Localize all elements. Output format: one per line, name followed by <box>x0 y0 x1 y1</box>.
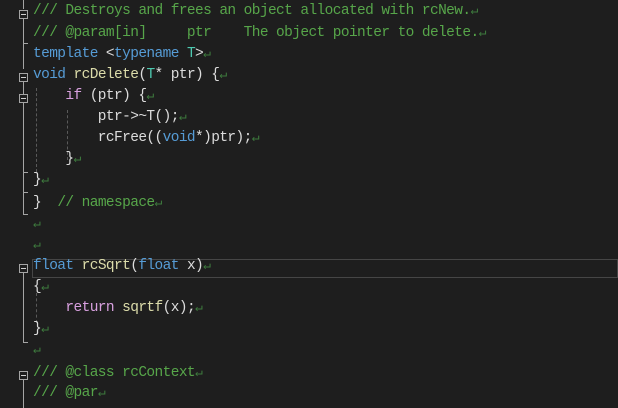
code-line[interactable]: float rcSqrt(float x)↵ <box>33 255 211 276</box>
indent-guide <box>67 110 68 160</box>
code-token: rcFree(( <box>33 130 163 146</box>
code-token: T <box>146 67 155 83</box>
end-of-line-icon: ↵ <box>41 172 49 187</box>
code-token: > <box>195 46 204 62</box>
end-of-line-icon: ↵ <box>33 216 41 231</box>
end-of-line-icon: ↵ <box>154 195 163 210</box>
code-line[interactable]: }↵ <box>33 148 81 169</box>
code-token <box>179 46 187 62</box>
indent-guide <box>36 293 37 323</box>
code-token: x) <box>178 258 204 274</box>
code-token: (ptr) { <box>81 88 147 104</box>
code-line[interactable]: ptr->~T();↵ <box>33 106 187 127</box>
code-token: rcSqrt <box>81 258 131 274</box>
outline-bar <box>23 19 24 43</box>
end-of-line-icon: ↵ <box>73 151 82 166</box>
end-of-line-icon: ↵ <box>195 300 203 315</box>
code-token: /// Destroys and frees an object allocat… <box>33 3 471 19</box>
end-of-line-icon: ↵ <box>203 46 211 61</box>
code-token: } <box>33 195 58 211</box>
code-line[interactable]: /// Destroys and frees an object allocat… <box>33 0 478 21</box>
code-line[interactable]: ↵ <box>33 339 41 360</box>
end-of-line-icon: ↵ <box>41 279 49 294</box>
code-token: /// @par <box>33 385 98 401</box>
fold-toggle-icon[interactable] <box>19 371 28 380</box>
end-of-line-icon: ↵ <box>478 25 487 40</box>
outline-bar <box>23 0 24 9</box>
code-token: } <box>33 172 42 188</box>
end-of-line-icon: ↵ <box>33 342 41 357</box>
code-line[interactable]: void rcDelete(T* ptr) {↵ <box>33 64 227 85</box>
outline-end <box>23 214 28 215</box>
code-line[interactable]: if (ptr) {↵ <box>33 85 154 106</box>
code-token: sqrtf <box>122 300 163 316</box>
end-of-line-icon: ↵ <box>178 109 187 124</box>
code-token: (x); <box>162 300 196 316</box>
code-token: ptr->~T(); <box>33 109 180 125</box>
code-token: ( <box>130 258 139 274</box>
fold-toggle-icon[interactable] <box>19 264 28 273</box>
code-token: * ptr) { <box>154 67 220 83</box>
end-of-line-icon: ↵ <box>470 3 479 18</box>
code-token: template <box>33 46 98 62</box>
code-line[interactable]: {↵ <box>33 276 49 297</box>
code-token: float <box>138 258 179 274</box>
code-token: return <box>65 300 115 316</box>
code-token: /// @class rcContext <box>33 365 196 381</box>
code-line[interactable]: /// @class rcContext↵ <box>33 362 203 383</box>
end-of-line-icon: ↵ <box>97 385 106 400</box>
outline-bar <box>23 43 24 69</box>
code-token <box>33 300 65 316</box>
code-token: void <box>162 130 196 146</box>
code-token: } <box>33 151 74 167</box>
code-token: rcDelete <box>73 67 139 83</box>
code-line[interactable]: rcFree((void*)ptr);↵ <box>33 127 260 148</box>
code-token: float <box>33 258 74 274</box>
outline-end <box>23 43 28 44</box>
code-token <box>65 67 73 83</box>
code-token: } <box>33 321 42 337</box>
code-line[interactable]: } // namespace↵ <box>33 192 162 213</box>
outline-end <box>23 192 28 193</box>
code-token: void <box>33 67 66 83</box>
code-token: if <box>65 88 82 104</box>
code-token <box>33 88 65 104</box>
end-of-line-icon: ↵ <box>146 88 155 103</box>
code-token: ( <box>138 67 147 83</box>
code-token <box>74 258 82 274</box>
end-of-line-icon: ↵ <box>33 237 41 252</box>
code-line[interactable]: ↵ <box>33 213 41 234</box>
code-line[interactable]: }↵ <box>33 318 49 339</box>
outline-bar <box>23 82 24 94</box>
code-token <box>114 300 122 316</box>
fold-toggle-icon[interactable] <box>19 94 28 103</box>
code-token: /// @param[in] ptr The object pointer to… <box>33 25 479 41</box>
code-token: *)ptr); <box>195 130 252 146</box>
indent-guide <box>36 88 37 172</box>
outline-bar <box>23 103 24 214</box>
outline-bar <box>23 273 24 343</box>
code-line[interactable]: /// @par↵ <box>33 382 106 403</box>
code-token: T <box>186 46 196 62</box>
end-of-line-icon: ↵ <box>203 258 211 273</box>
end-of-line-icon: ↵ <box>219 67 228 82</box>
fold-toggle-icon[interactable] <box>19 10 28 19</box>
code-token: < <box>97 46 115 62</box>
outline-bar <box>23 380 24 408</box>
end-of-line-icon: ↵ <box>195 365 203 380</box>
code-token: typename <box>114 46 179 62</box>
code-line[interactable]: }↵ <box>33 169 49 190</box>
outline-end <box>23 172 28 173</box>
code-line[interactable]: template <typename T>↵ <box>33 43 211 64</box>
code-token: // namespace <box>57 195 155 211</box>
code-line[interactable]: /// @param[in] ptr The object pointer to… <box>33 22 486 43</box>
fold-toggle-icon[interactable] <box>19 73 28 82</box>
end-of-line-icon: ↵ <box>251 130 260 145</box>
code-line[interactable]: return sqrtf(x);↵ <box>33 297 203 318</box>
code-token: { <box>33 279 42 295</box>
outline-end <box>23 342 28 343</box>
code-line[interactable]: ↵ <box>33 234 41 255</box>
end-of-line-icon: ↵ <box>41 321 49 336</box>
